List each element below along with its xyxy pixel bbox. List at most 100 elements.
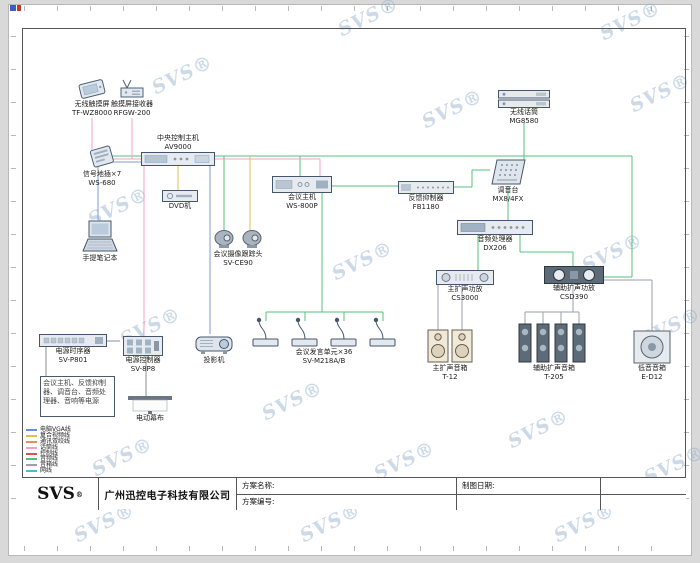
device-model: WS-680 <box>88 178 116 187</box>
legend-row: 复合视频线 <box>26 431 71 439</box>
audio-processor-icon <box>457 220 533 235</box>
main-speaker-icons <box>427 329 473 363</box>
ruler-ticks-bottom <box>24 546 680 551</box>
legend-label: 复合视频线 <box>40 431 71 439</box>
device-label: 触摸屏接收器 <box>111 100 153 108</box>
device-label: 电源时序器 <box>55 347 91 355</box>
power-sequencer-icon <box>39 334 107 347</box>
device-label: 会议主机 <box>288 193 316 201</box>
legend-row: 通讯双绞线 <box>26 438 71 445</box>
legend-row: 控制线 <box>26 450 71 457</box>
device-label: 反馈抑制器 <box>408 194 444 202</box>
legend-swatch <box>26 440 37 443</box>
legend-row: 话筒线 <box>26 443 71 451</box>
scheme-name-label: 方案名称: <box>242 481 275 490</box>
device-subwoofer: 低音音箱 E-D12 <box>630 330 674 382</box>
device-label: 中央控制主机 <box>157 134 199 142</box>
legend-swatch <box>26 458 37 461</box>
device-label: 辅助扩声音箱 <box>533 364 575 372</box>
legend-label: 电脑VGA线 <box>40 425 71 433</box>
corner-mark-red <box>17 5 21 11</box>
corner-mark <box>10 5 21 11</box>
ruler-ticks-left <box>11 36 16 504</box>
device-conference-units: 会议发言单元×36 SV-M218A/B <box>246 314 402 366</box>
ruler-ticks-right <box>684 36 689 504</box>
dvd-icon <box>162 190 198 202</box>
device-model: AV9000 <box>164 142 192 151</box>
device-model: WS-800P <box>286 201 318 210</box>
device-label: 音频处理器 <box>477 235 513 243</box>
device-model: E-D12 <box>641 372 663 381</box>
device-touchscreen-receiver: 触摸屏接收器 RFGW-200 <box>102 78 162 118</box>
feedback-suppressor-icon <box>398 181 454 194</box>
scheme-no-label: 方案编号: <box>242 497 275 506</box>
device-power-sequencer: 电源时序器 SV-P801 <box>38 334 108 365</box>
logo-registered-mark: ® <box>75 489 83 499</box>
legend-swatch <box>26 434 37 437</box>
titleblock-divider <box>236 494 686 495</box>
device-electric-screen: 电动幕布 <box>126 396 174 423</box>
company-logo: SVS® <box>22 478 98 510</box>
device-label: 会议摄像跟踪头 <box>213 250 263 258</box>
device-label: 投影机 <box>203 356 225 364</box>
touchscreen-icon <box>78 79 106 99</box>
device-model: DX206 <box>483 243 507 252</box>
device-main-amplifier: 主扩声功放 CS3000 <box>434 270 496 303</box>
legend-row: 音频线 <box>26 456 71 462</box>
device-model: CS3000 <box>451 293 479 302</box>
projector-icon <box>195 336 233 354</box>
device-model: CSD390 <box>559 292 589 301</box>
device-label: 低音音箱 <box>638 364 666 372</box>
device-model: MX8/4FX <box>492 194 524 203</box>
screen-icon <box>128 396 172 414</box>
legend-swatch <box>26 446 37 449</box>
logo-text: SVS <box>37 484 75 504</box>
ruler-ticks-top <box>24 6 680 11</box>
wireless-mic-icon <box>498 90 550 108</box>
power-controller-icon <box>123 336 163 356</box>
device-model: SV-P801 <box>58 355 88 364</box>
device-central-control-host: 中央控制主机 AV9000 <box>140 134 216 166</box>
device-wireless-mic: 无线话筒 MG8580 <box>496 90 552 126</box>
aux-speaker-icons <box>518 323 586 363</box>
legend-label: 音箱线 <box>40 461 59 469</box>
mixer-icon <box>491 159 526 185</box>
camera-icons <box>214 230 262 248</box>
device-model: TF-WZ8000 <box>71 108 113 117</box>
device-model: MG8580 <box>509 116 539 125</box>
subwoofer-icon <box>633 330 671 364</box>
legend-swatch <box>26 452 37 455</box>
device-conference-cameras: 会议摄像跟踪头 SV-CE90 <box>210 228 266 268</box>
legend-row: 网线 <box>26 468 71 474</box>
device-label: 辅助扩声功放 <box>553 284 595 292</box>
floor-socket-icon <box>89 145 114 168</box>
device-label: 会议发言单元×36 <box>295 348 353 356</box>
legend-swatch <box>26 470 37 473</box>
device-model: T-205 <box>544 372 564 381</box>
device-label: 电源控制器 <box>125 356 161 364</box>
device-feedback-suppressor: 反馈抑制器 FB1180 <box>396 181 456 212</box>
device-model: SV-CE90 <box>223 258 253 267</box>
power-note-box: 会议主机、反馈抑制器、调音台、音频处理器、音响等电源 <box>40 376 115 417</box>
device-label: 调音台 <box>497 186 519 194</box>
device-signal-floor-socket: 信号地插×7 WS-680 <box>74 144 130 188</box>
device-model: SV-M218A/B <box>302 356 346 365</box>
device-label: 信号地插×7 <box>82 170 122 178</box>
conference-host-icon <box>272 176 332 193</box>
device-projector: 投影机 <box>192 334 236 365</box>
device-model: T-12 <box>442 372 458 381</box>
corner-mark-blue <box>10 5 16 11</box>
receiver-icon <box>120 79 144 98</box>
legend-label: 音频线 <box>40 455 59 463</box>
aux-amp-icon <box>544 266 604 284</box>
device-label: 主扩声功放 <box>447 285 483 293</box>
legend-row: 音箱线 <box>26 462 71 468</box>
laptop-icon <box>82 220 118 252</box>
conference-unit-icons <box>252 317 396 347</box>
device-power-controller: 电源控制器 SV-8P8 <box>120 336 166 374</box>
device-dvd-player: DVD机 <box>160 190 200 211</box>
device-aux-amplifier: 辅助扩声功放 CSD390 <box>542 266 606 302</box>
legend-label: 话筒线 <box>40 443 59 451</box>
device-label: 主扩声音箱 <box>432 364 468 372</box>
